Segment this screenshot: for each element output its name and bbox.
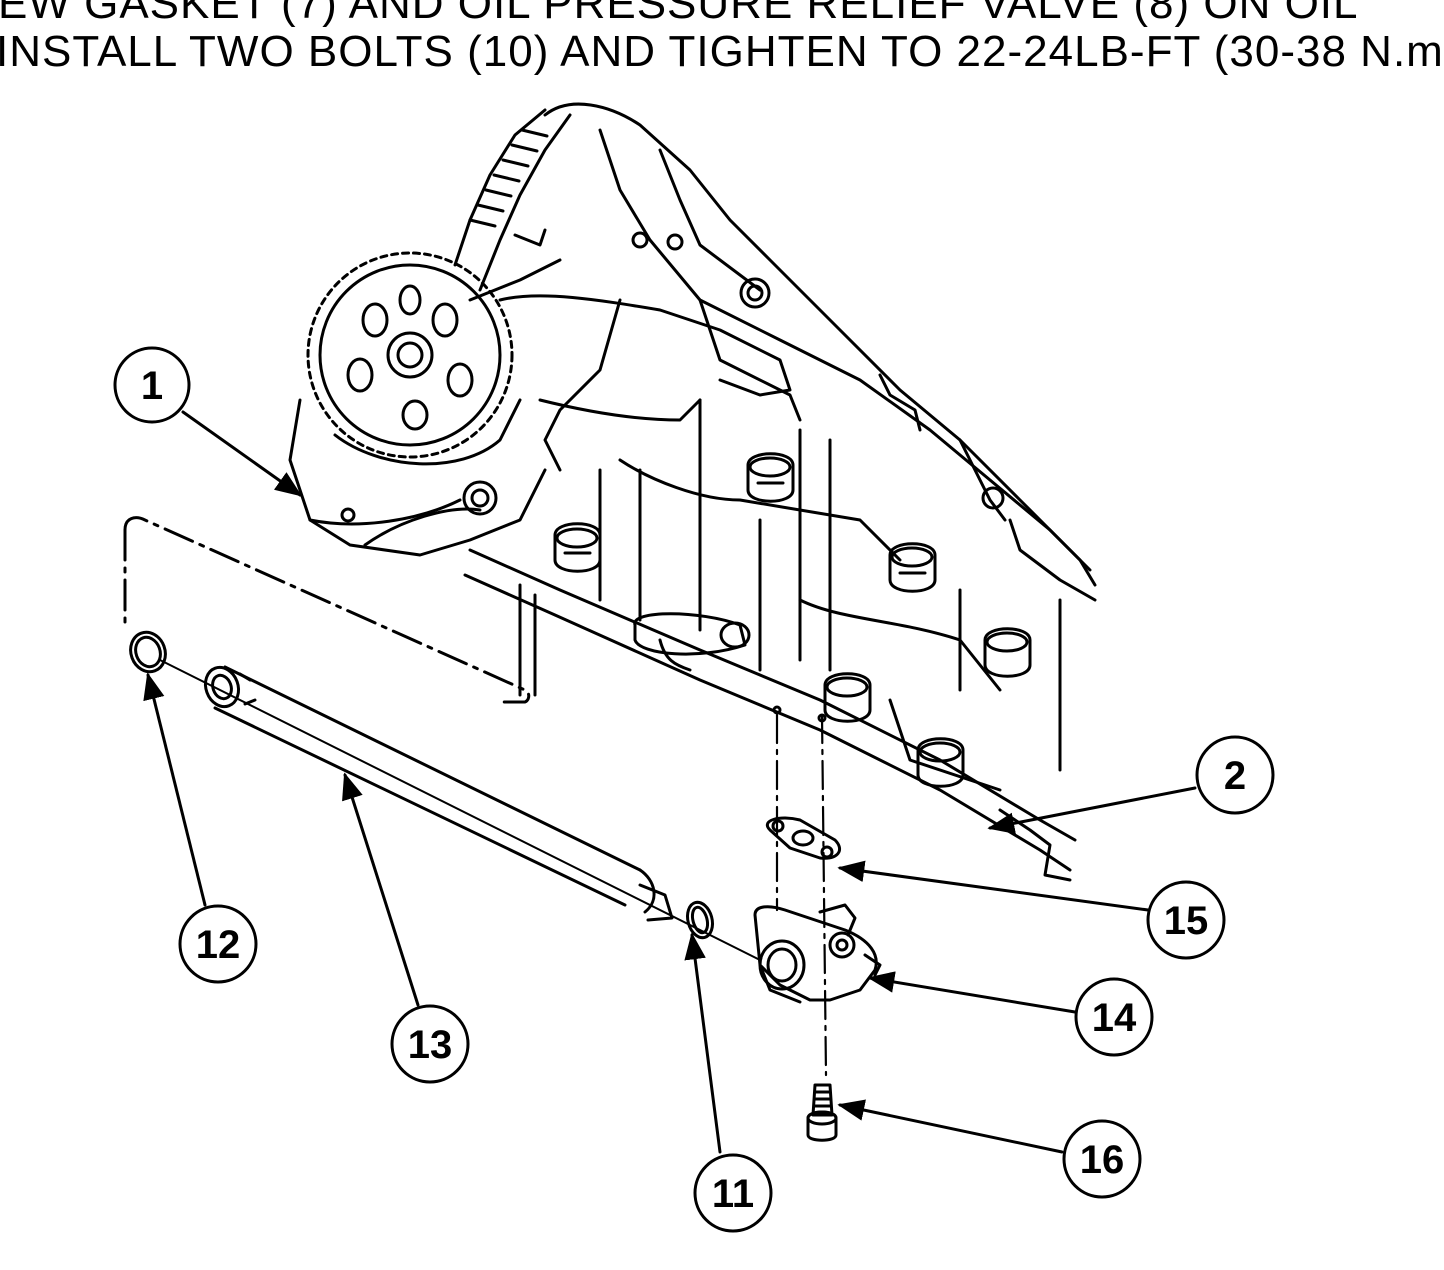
callout-16: 16 [1062,1119,1142,1199]
svg-text:15: 15 [1164,899,1209,943]
svg-text:12: 12 [196,923,241,967]
centerline-right [820,713,828,1077]
instruction-line-2: INSTALL TWO BOLTS (10) AND TIGHTEN TO 22… [0,27,1444,76]
oil-pump-assembly [288,108,792,557]
block-bolt [888,542,937,593]
oil-tube-13 [203,665,674,922]
callout-13: 13 [390,1004,470,1084]
leader-2 [987,786,1197,834]
callout-14: 14 [1074,977,1154,1057]
leader-14 [867,971,1077,1014]
block-bolt [746,452,795,503]
callout-15: 15 [1146,880,1226,960]
svg-text:11: 11 [712,1172,754,1216]
o-ring-12 [129,630,167,674]
block-bolt [823,672,872,723]
svg-text:13: 13 [408,1023,453,1067]
gasket-15 [766,816,841,860]
leader-1 [181,410,303,497]
bolt-16 [806,1083,838,1142]
svg-text:1: 1 [141,364,163,408]
callout-1: 1 [113,346,191,424]
instruction-line-1: EW GASKET (7) AND OIL PRESSURE RELIEF VA… [0,0,1359,28]
leader-12 [143,672,207,907]
svg-text:14: 14 [1092,996,1137,1040]
leader-16 [837,1099,1064,1154]
leader-lines [143,410,1197,1154]
svg-text:2: 2 [1224,754,1246,798]
svg-text:16: 16 [1080,1138,1125,1182]
exploded-view-diagram: 1 2 11 12 13 14 15 16 [113,102,1275,1233]
block-bolt [916,737,965,788]
relief-valve-14 [753,903,882,1004]
block-bolt [983,627,1032,678]
callout-2: 2 [1195,735,1275,815]
leader-11 [684,932,722,1154]
engine-block [463,102,1097,882]
block-bolt [553,522,602,573]
hidden-outline [123,516,531,704]
callout-11: 11 [693,1153,773,1233]
o-ring-11 [686,900,714,940]
centerline-tube [159,659,761,961]
leader-15 [837,860,1150,912]
callout-12: 12 [178,904,258,984]
leader-13 [342,772,420,1007]
